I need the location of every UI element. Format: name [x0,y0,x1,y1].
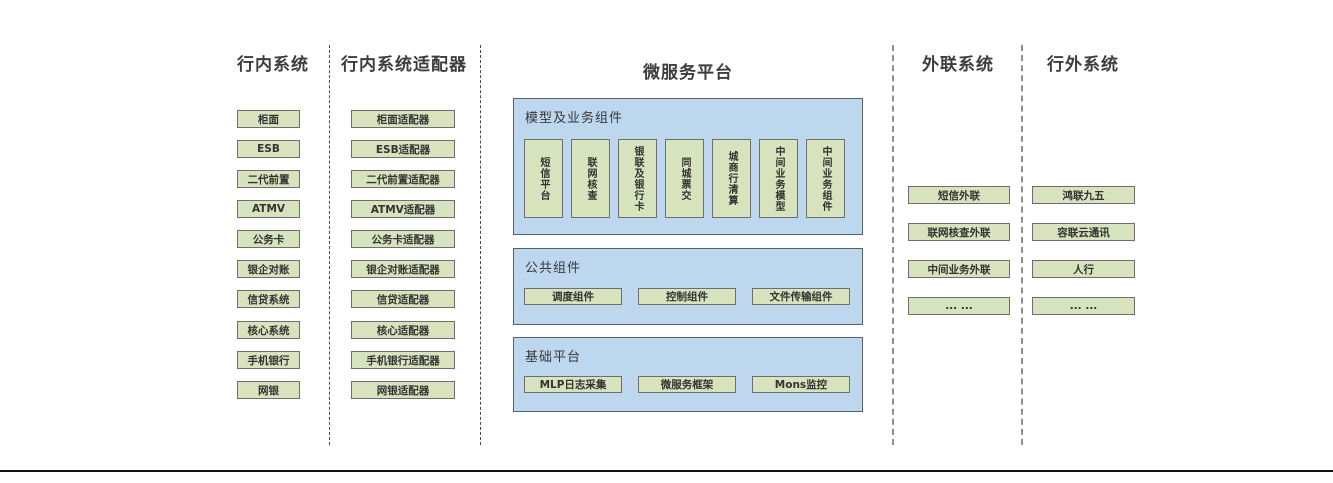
column-header-internal-systems: 行内系统 [237,55,309,75]
panel-model-business-components: 模型及业务组件 短信平台 联网核查 银联及银行卡 同城票交 城商行清算 中间业务… [513,98,863,235]
external-link-box: ... ... [908,297,1010,315]
external-system-box: 人行 [1032,260,1135,278]
adapter-box: 银企对账适配器 [351,260,455,278]
adapter-box: 网银适配器 [351,381,455,399]
component-box: MLP日志采集 [524,376,622,393]
internal-system-box: 核心系统 [237,321,300,339]
external-link-box: 短信外联 [908,186,1010,204]
panel-base-platform: 基础平台 MLP日志采集 微服务框架 Mons监控 [513,337,863,412]
internal-system-box: 银企对账 [237,260,300,278]
component-box-vertical: 联网核查 [571,139,610,218]
column-header-internal-adapters: 行内系统适配器 [341,55,467,75]
internal-system-box: 网银 [237,381,300,399]
panel-common-components: 公共组件 调度组件 控制组件 文件传输组件 [513,248,863,325]
separator-dashed-line-3 [892,45,894,445]
external-system-box: 容联云通讯 [1032,223,1135,241]
panel-title: 公共组件 [525,261,582,276]
separator-dashed-line-1 [329,45,330,445]
adapter-box: 柜面适配器 [351,110,455,128]
component-box-vertical: 中间业务组件 [806,139,845,218]
component-box-vertical: 短信平台 [524,139,563,218]
separator-dashed-line-2 [480,45,481,445]
component-box-vertical: 同城票交 [665,139,704,218]
adapter-box: 手机银行适配器 [351,351,455,369]
adapter-box: ESB适配器 [351,140,455,158]
column-header-external-systems: 行外系统 [1047,55,1119,75]
adapter-box: 核心适配器 [351,321,455,339]
separator-dashed-line-4 [1021,45,1023,445]
column-header-external-link-systems: 外联系统 [922,55,994,75]
component-box-vertical: 银联及银行卡 [618,139,657,218]
component-box: 文件传输组件 [752,288,850,305]
internal-system-box: 公务卡 [237,230,300,248]
component-box-vertical: 中间业务模型 [759,139,798,218]
internal-system-box: 柜面 [237,110,300,128]
external-system-box: 鸿联九五 [1032,186,1135,204]
component-row: 调度组件 控制组件 文件传输组件 [524,288,850,305]
component-box: 调度组件 [524,288,622,305]
adapter-box: 二代前置适配器 [351,170,455,188]
internal-system-box: 信贷系统 [237,290,300,308]
component-box: 微服务框架 [638,376,736,393]
internal-system-box: ESB [237,140,300,158]
external-link-box: 联网核查外联 [908,223,1010,241]
component-box: 控制组件 [638,288,736,305]
column-header-microservice-platform: 微服务平台 [643,63,733,83]
adapter-box: ATMV适配器 [351,200,455,218]
internal-system-box: 手机银行 [237,351,300,369]
bottom-divider-line [0,470,1333,472]
internal-system-box: ATMV [237,200,300,218]
adapter-box: 信贷适配器 [351,290,455,308]
vertical-component-row: 短信平台 联网核查 银联及银行卡 同城票交 城商行清算 中间业务模型 中间业务组… [524,139,852,218]
internal-system-box: 二代前置 [237,170,300,188]
panel-title: 基础平台 [525,350,582,365]
external-system-box: ... ... [1032,297,1135,315]
component-box: Mons监控 [752,376,850,393]
adapter-box: 公务卡适配器 [351,230,455,248]
panel-title: 模型及业务组件 [525,111,624,126]
component-box-vertical: 城商行清算 [712,139,751,218]
component-row: MLP日志采集 微服务框架 Mons监控 [524,376,850,393]
external-link-box: 中间业务外联 [908,260,1010,278]
